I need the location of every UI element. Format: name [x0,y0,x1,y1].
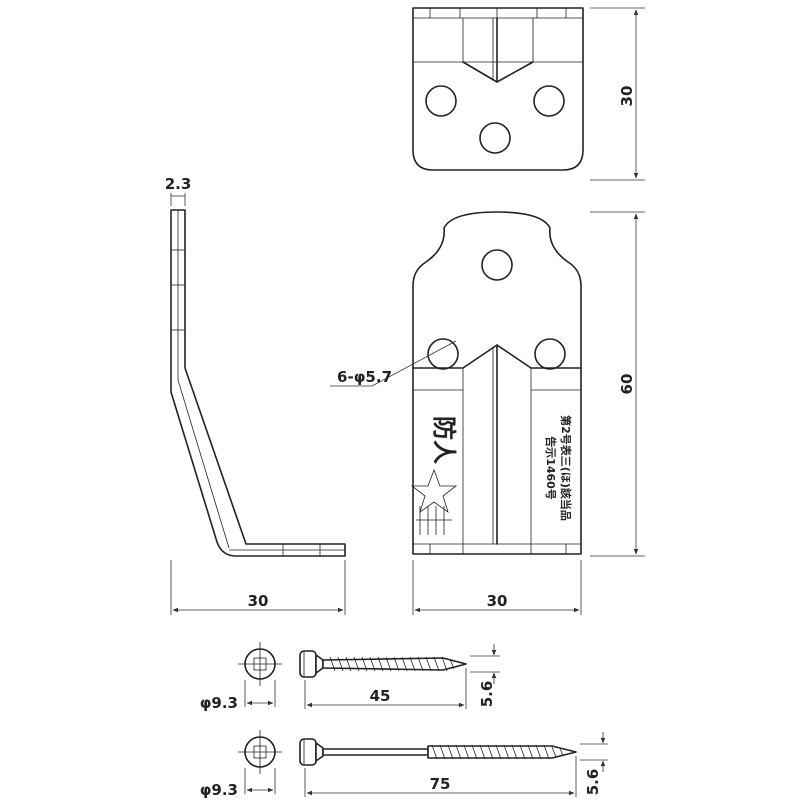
thickness-label: 2.3 [165,175,192,193]
star-logo-mark [410,468,458,535]
front-hole-top [481,249,513,281]
front-width-label: 30 [487,592,508,610]
hole-label: 6-φ5.7 [337,368,392,386]
screw-short-diameter-label: φ9.3 [200,694,238,712]
hole-callout: 6-φ5.7 [330,340,457,387]
screw-short-head-label: 5.6 [478,681,496,708]
screw-short: φ9.3 45 5.6 [200,642,500,712]
front-height-dimension: 60 [590,211,645,557]
top-view [412,7,584,171]
top-hole-center [479,122,511,154]
screw-long-length-label: 75 [430,775,451,793]
screw-long-head-label: 5.6 [584,769,602,796]
top-height-dimension: 30 [590,7,645,181]
top-hole-right [533,85,565,117]
screw-short-length-label: 45 [370,687,391,705]
side-width-dimension: 30 [170,560,346,615]
front-width-dimension: 30 [412,560,582,615]
front-hole-right [534,338,566,370]
logo-text: 防人 [430,416,458,464]
front-view: 防人 告示1460号 第2号表三(ほ)該当品 [410,211,582,555]
top-hole-left [425,85,457,117]
screw-long: φ9.3 75 5.6 [200,730,608,799]
front-hole-left [427,338,459,370]
thickness-dimension: 2.3 [165,175,192,206]
side-width-label: 30 [248,592,269,610]
screw-long-diameter-label: φ9.3 [200,781,238,799]
side-view [170,209,346,557]
cert-line-1: 告示1460号 [544,436,558,500]
cert-line-2: 第2号表三(ほ)該当品 [559,415,573,521]
top-height-label: 30 [618,86,636,107]
front-height-label: 60 [618,374,636,395]
